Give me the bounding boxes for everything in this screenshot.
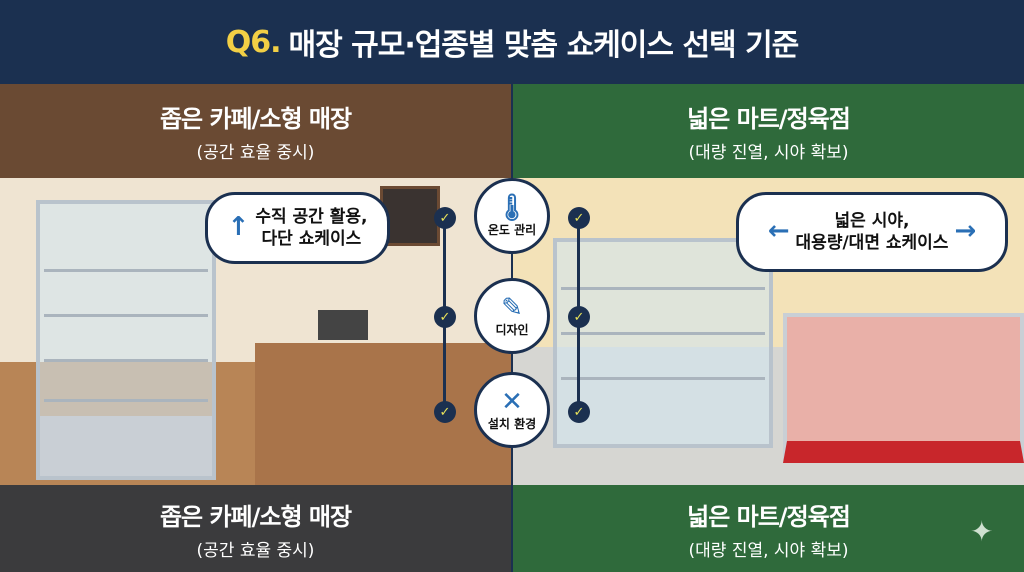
check-icon: ✓ — [434, 306, 456, 328]
left-arrow-icon: ← — [767, 216, 790, 247]
open-showcase — [553, 238, 773, 448]
check-icon: ✓ — [568, 401, 590, 423]
criterion-installation: ✕ 설치 환경 — [474, 372, 550, 448]
sparkle-icon: ✦ — [970, 515, 994, 548]
right-title: 넓은 마트/정육점 — [687, 105, 851, 133]
left-footer-subtitle: (공간 효율 중시) — [196, 540, 315, 561]
left-footer-panel: 좁은 카페/소형 매장 (공간 효율 중시) — [0, 485, 511, 572]
check-icon: ✓ — [568, 306, 590, 328]
right-arrow-icon: → — [954, 216, 977, 247]
vertical-showcase — [36, 200, 216, 480]
counter — [255, 343, 511, 485]
left-callout: ↑ 수직 공간 활용,다단 쇼케이스 — [205, 192, 390, 264]
design-pencil-icon: ✎ — [501, 292, 523, 323]
left-footer-title: 좁은 카페/소형 매장 — [159, 502, 352, 531]
left-header-panel: 좁은 카페/소형 매장 (공간 효율 중시) — [0, 84, 511, 178]
right-callout-line2: 대용량/대면 쇼케이스 — [795, 233, 949, 253]
criterion-label: 설치 환경 — [487, 416, 537, 431]
meat-counter — [783, 313, 1024, 463]
page-title: Q6. 매장 규모·업종별 맞춤 쇼케이스 선택 기준 — [0, 0, 1024, 84]
right-callout: ← 넓은 시야,대용량/대면 쇼케이스 → — [736, 192, 1008, 272]
criterion-design: ✎ 디자인 — [474, 278, 550, 354]
criterion-label: 디자인 — [495, 322, 529, 337]
left-subtitle: (공간 효율 중시) — [196, 143, 315, 163]
tools-icon: ✕ — [501, 386, 523, 417]
right-header-panel: 넓은 마트/정육점 (대량 진열, 시야 확보) — [513, 84, 1024, 178]
right-footer-title: 넓은 마트/정육점 — [687, 502, 851, 531]
left-callout-line2: 다단 쇼케이스 — [261, 229, 362, 249]
criterion-label: 온도 관리 — [487, 222, 537, 237]
right-footer-subtitle: (대량 진열, 시야 확보) — [688, 540, 849, 561]
right-subtitle: (대량 진열, 시야 확보) — [688, 143, 849, 163]
check-icon: ✓ — [434, 401, 456, 423]
title-text: 매장 규모·업종별 맞춤 쇼케이스 선택 기준 — [288, 28, 799, 63]
check-icon: ✓ — [568, 207, 590, 229]
check-icon: ✓ — [434, 207, 456, 229]
menu-board — [380, 186, 440, 246]
left-callout-line1: 수직 공간 활용, — [255, 206, 368, 227]
up-arrow-icon: ↑ — [227, 212, 250, 243]
right-footer-panel: 넓은 마트/정육점 (대량 진열, 시야 확보) — [513, 485, 1024, 572]
right-callout-line1: 넓은 시야, — [834, 210, 910, 231]
criterion-temperature: 🌡 온도 관리 — [474, 178, 550, 254]
question-number: Q6. — [225, 24, 282, 60]
thermometer-icon: 🌡 — [495, 192, 529, 223]
pos-terminal — [318, 310, 368, 340]
left-title: 좁은 카페/소형 매장 — [159, 105, 352, 133]
